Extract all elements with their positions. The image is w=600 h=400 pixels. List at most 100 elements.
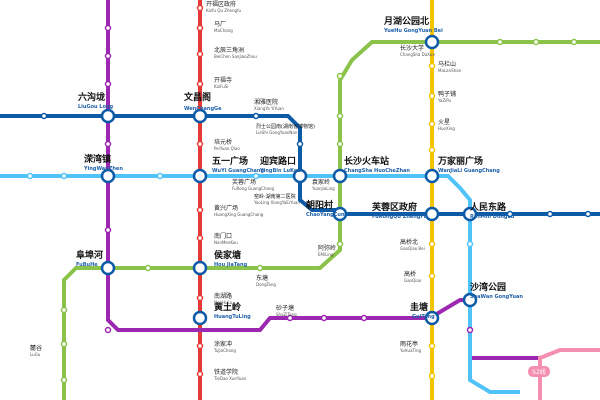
label-changshadaxue-en: ChangSha DaXue bbox=[400, 52, 435, 57]
label-tujiachong: 涂家冲 bbox=[214, 340, 232, 348]
label-mazhang: 马厂 bbox=[214, 20, 226, 28]
small-labels: 开福区政府 Kaifu Qu Zhengfu 马厂 MaChang 北辰三角洲 … bbox=[30, 0, 462, 381]
label-yaoling-en: YaoLing XiangYaErYuan bbox=[253, 200, 300, 205]
label-emiling: 阿弥岭 bbox=[318, 244, 336, 252]
label-beichen: 北辰三角洲 bbox=[214, 46, 244, 54]
station-en-renmindonglu: RenMin DongLu bbox=[470, 214, 515, 220]
label-kaifusi-en: KaiFuSi bbox=[214, 84, 228, 89]
interchange-yingbinlukou[interactable]: 迎宾路口 YingBin LuKou bbox=[259, 155, 308, 184]
label-dongtang: 东塘 bbox=[256, 274, 268, 282]
line-2-track bbox=[0, 114, 600, 216]
line-s-track bbox=[538, 348, 600, 400]
label-furong-en: FuRong GuangChang bbox=[232, 186, 274, 191]
label-huoxing: 火星 bbox=[438, 119, 450, 126]
interchange-changshahuoche[interactable]: 长沙火车站 ChangSha HuoCheZhan bbox=[332, 155, 410, 184]
interchange-fubuhe[interactable]: 阜埠河 FuBuHe bbox=[76, 249, 116, 276]
station-name-renmindonglu: 人民东路 bbox=[469, 201, 507, 213]
station-en-wuyi: WuYi GuangChang bbox=[212, 168, 264, 174]
station-en-changshahuoche: ChangSha HuoCheZhan bbox=[344, 168, 410, 174]
label-dongtang-en: DongTang bbox=[256, 282, 276, 287]
interchange-chaoyangcun[interactable]: 朝阳村 ChaoYangCun bbox=[306, 199, 348, 222]
station-en-houjiatang: Hou JiaTang bbox=[214, 262, 248, 268]
label-kaifusi: 开福寺 bbox=[214, 76, 232, 84]
label-gaoqiao: 高桥 bbox=[404, 270, 416, 278]
station-en-yuehubei: YueHu GongYuan Bei bbox=[383, 28, 443, 34]
label-yuanjialing: 袁家岭 bbox=[312, 178, 330, 186]
label-changshadaxue: 长沙大学 bbox=[400, 44, 424, 52]
station-en-wanjiali: WanJiaLi GuangChang bbox=[438, 168, 500, 174]
station-name-wuyi: 五一广场 bbox=[212, 155, 248, 167]
label-furong: 芙蓉广场 bbox=[232, 178, 256, 186]
station-en-liugoulong: LiuGou Long bbox=[78, 104, 113, 110]
label-huoxing-en: HuoXing bbox=[438, 126, 455, 131]
station-name-huangtuling: 黄土岭 bbox=[214, 301, 241, 313]
label-lieshi-en: LieShi GongYuanNan bbox=[256, 130, 298, 135]
interchange-wuyi[interactable]: 五一广场 WuYi GuangChang bbox=[192, 155, 264, 184]
label-xiangya: 湘雅医院 bbox=[254, 98, 278, 106]
label-huangxing-en: HuangXing GuangChang bbox=[214, 212, 264, 217]
label-kaifuqu: 开福区政府 bbox=[206, 0, 236, 8]
station-name-furongqu: 芙蓉区政府 bbox=[371, 201, 417, 213]
label-shazitang-en: ShaZiTang bbox=[276, 312, 297, 317]
label-tujiachong-en: TuJiaChong bbox=[213, 348, 236, 353]
label-beichen-en: BeiChen SanJiaoZhou bbox=[214, 54, 257, 59]
interchange-liugoulong[interactable]: 六沟垅 LiuGou Long bbox=[78, 91, 116, 124]
line-4-track bbox=[62, 40, 600, 400]
station-name-shawan: 沙湾公园 bbox=[470, 281, 506, 293]
label-mazhang-en: MaChang bbox=[214, 28, 233, 33]
station-name-yingbinlukou: 迎宾路口 bbox=[260, 155, 296, 167]
station-name-guitang: 圭塘 bbox=[410, 301, 428, 313]
station-en-fubuhe: FuBuHe bbox=[76, 262, 98, 268]
interchange-shawan[interactable]: 沙湾公园 ShaWan GongYuan bbox=[462, 281, 523, 308]
label-shazitang: 砂子塘 bbox=[276, 304, 294, 312]
station-en-chaoyangcun: ChaoYangCun bbox=[306, 212, 345, 218]
label-yuanjialing-en: YuanJiaLing bbox=[311, 186, 335, 191]
interchange-huangtuling[interactable]: 黄土岭 HuangTuLing bbox=[192, 301, 251, 326]
label-gaoqiao-en: GaoQiao bbox=[404, 278, 422, 283]
label-nanmenkou: 南门口 bbox=[214, 232, 232, 240]
label-malanshan: 马栏山 bbox=[438, 60, 456, 68]
station-en-guitang: GuiTang bbox=[412, 314, 435, 320]
label-lugu: 麓谷 bbox=[30, 344, 42, 352]
interchange-renmindonglu[interactable]: 人民东路 RenMin DongLu bbox=[462, 201, 515, 222]
station-en-shawan: ShaWan GongYuan bbox=[470, 294, 523, 300]
label-nanhulu-en: NanHuLu bbox=[214, 300, 233, 305]
station-name-liugoulong: 六沟垅 bbox=[78, 91, 105, 103]
label-emiling-en: EMiLing bbox=[318, 252, 334, 257]
interchange-wanjiali[interactable]: 万家丽广场 WanJiaLi GuangChang bbox=[424, 155, 500, 184]
label-gaoqiaobei-en: GaoQiao Bei bbox=[400, 246, 425, 251]
label-yaoling: 窑岭·湖南第二医院 bbox=[254, 193, 296, 200]
station-en-wenchangge: WenChangGe bbox=[184, 106, 222, 112]
interchange-guitang[interactable]: 圭塘 GuiTang bbox=[410, 301, 440, 326]
station-en-furongqu: FuRongQu ZhengFu bbox=[372, 214, 428, 220]
interchange-furongqu[interactable]: 芙蓉区政府 FuRongQu ZhengFu bbox=[371, 201, 440, 222]
interchange-yuehubei[interactable]: 月湖公园北 YueHu GongYuan Bei bbox=[383, 15, 443, 50]
label-gaoqiaobei: 高桥北 bbox=[400, 238, 418, 246]
line-s2-badge: S2线 bbox=[528, 366, 550, 377]
station-name-wanjiali: 万家丽广场 bbox=[437, 155, 483, 167]
line-s2-badge-text: S2线 bbox=[532, 368, 546, 376]
label-nanhulu: 南湖路 bbox=[214, 292, 232, 300]
label-tiedao-en: TieDao XueYuan bbox=[213, 376, 247, 381]
station-en-huangtuling: HuangTuLing bbox=[214, 314, 251, 320]
label-yuhuating: 雨花亭 bbox=[400, 340, 418, 348]
label-lugu-en: LuGu bbox=[30, 352, 41, 357]
station-name-changshahuoche: 长沙火车站 bbox=[344, 155, 389, 167]
label-lieshi: 烈士公园南(湖南省博物馆) bbox=[256, 123, 315, 130]
label-yazipu: 鸭子铺 bbox=[438, 90, 456, 98]
label-xiangya-en: XiangYa YiYuan bbox=[254, 106, 284, 111]
label-yazipu-en: YaZiPu bbox=[437, 98, 452, 103]
label-yuhuating-en: YuHuaTing bbox=[399, 348, 421, 353]
station-name-chaoyangcun: 朝阳村 bbox=[306, 199, 333, 211]
station-name-wenchangge: 文昌阁 bbox=[183, 91, 211, 103]
interchange-wenchangge[interactable]: 文昌阁 WenChangGe bbox=[183, 91, 222, 124]
label-nanmenkou-en: NanMenKou bbox=[214, 240, 238, 245]
station-en-yingbinlukou: YingBin LuKou bbox=[259, 168, 301, 174]
interchange-yingwanzhen[interactable]: 溁湾镇 YingWanZhen bbox=[83, 153, 123, 184]
station-name-fubuhe: 阜埠河 bbox=[76, 249, 103, 261]
line-6-track bbox=[0, 174, 520, 394]
station-name-yuehubei: 月湖公园北 bbox=[383, 15, 429, 27]
interchange-houjiatang[interactable]: 侯家塘 Hou JiaTang bbox=[192, 249, 248, 276]
label-kaifuqu-en: Kaifu Qu Zhengfu bbox=[206, 8, 242, 13]
